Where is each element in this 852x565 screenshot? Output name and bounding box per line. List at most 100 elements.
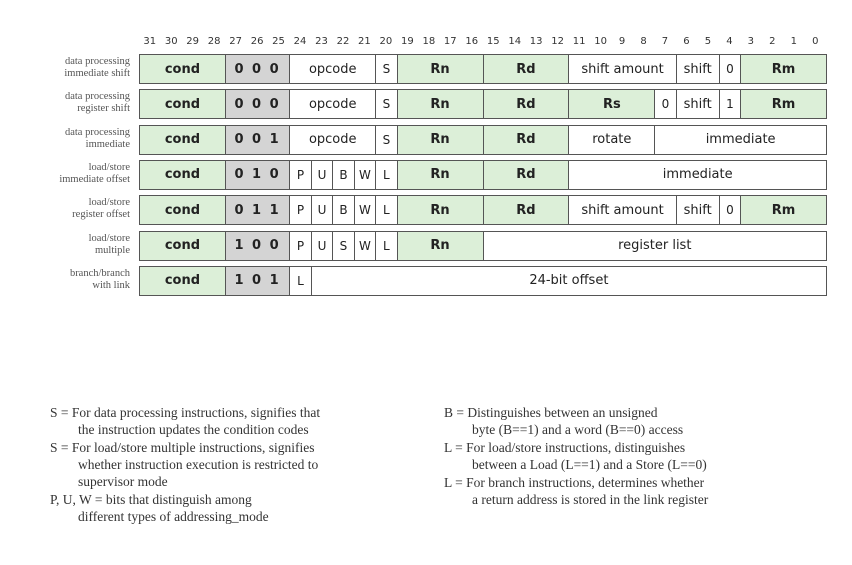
field-text: L [383,203,390,218]
field-text: W [358,238,371,253]
field-register-list: register list [482,230,827,261]
field-text: Rn [430,167,450,183]
field-text: cond [164,132,201,148]
field-text: opcode [308,96,357,112]
field-b: B [332,195,355,226]
bit-number: 22 [336,36,350,47]
legend-text: different types of addressing_mode [78,509,269,524]
field-0: 0 [718,54,742,84]
field-rn: Rn [396,195,484,226]
field-opcode: opcode [289,89,377,120]
field-text: 0 0 0 [234,96,281,112]
row-label-line: multiple [95,244,130,256]
field-text: Rm [771,61,796,77]
field-1: 1 [718,89,742,120]
legend-first-line: L = For branch instructions, determines … [444,474,844,491]
field-text: 0 0 1 [234,132,281,148]
bit-number: 26 [250,36,264,47]
field-text: cond [164,167,201,183]
row-label-line: immediate [85,138,130,150]
legend-text: byte (B==1) and a word (B==0) access [472,422,684,437]
field-text: immediate [662,167,733,183]
row-label-line: register shift [77,103,130,115]
field-p: P [289,230,312,261]
bit-number: 25 [272,36,285,47]
field-rm: Rm [740,89,827,120]
field-rs: Rs [568,89,656,120]
field-cond: cond [139,54,226,84]
legend-key: B = [444,405,464,420]
row-label-line: load/store [88,161,130,173]
field-text: P [296,238,305,253]
bit-number: 15 [486,36,500,47]
bit-number: 31 [143,36,157,47]
row-label-line: data processing [64,91,130,103]
legend-first-line: L = For load/store instructions, disting… [444,439,844,456]
legend-item: S = For data processing instructions, si… [50,404,440,438]
field-text: cond [164,96,201,112]
field-shift: shift [675,195,720,226]
field-text: 1 0 0 [234,238,281,253]
bit-number: 7 [661,36,669,47]
field-rn: Rn [396,159,484,190]
field-text: 24-bit offset [529,273,609,289]
field-text: 1 [726,97,734,112]
bit-number: 21 [358,36,371,47]
bit-number: 10 [594,36,607,47]
field-text: 0 [726,203,734,218]
field-text: L [383,238,390,253]
field-text: Rd [516,132,536,148]
field-cond: cond [139,124,226,155]
field-text: Rd [516,96,536,112]
field-s: S [375,124,398,155]
field-u: U [310,195,334,226]
field-0: 0 [718,195,742,226]
bit-number: 3 [747,36,755,47]
field-24-bit-offset: 24-bit offset [310,265,827,296]
field-w: W [353,230,377,261]
legend-text: For data processing instructions, signif… [71,405,321,420]
field-text: register list [618,238,692,253]
legend-first-line: B = Distinguishes between an unsigned [444,404,844,421]
field-rn: Rn [396,89,484,120]
field-1-0-0: 1 0 0 [224,230,291,261]
bit-number: 14 [508,36,522,47]
field-text: B [339,203,348,218]
legend-text: a return address is stored in the link r… [472,492,709,507]
field-text: W [358,203,371,218]
field-text: Rm [771,202,796,218]
legend-first-line: S = For data processing instructions, si… [50,404,440,421]
field-rn: Rn [396,124,484,155]
field-l: L [375,230,398,261]
field-text: rotate [592,132,632,148]
field-text: U [317,238,327,253]
field-text: Rn [430,132,450,148]
field-text: L [383,167,390,182]
field-text: cond [164,273,201,289]
legend-key: S = [50,405,69,420]
bit-number: 12 [551,36,565,47]
field-text: 0 1 0 [234,167,281,183]
row-label-line: load/store [88,232,130,244]
field-cond: cond [139,195,226,226]
field-rm: Rm [740,195,827,226]
legend-text: Distinguishes between an unsigned [467,405,658,420]
legend-key: P, U, W = [50,492,103,507]
field-cond: cond [139,159,226,190]
field-rd: Rd [482,54,570,84]
field-0-0-1: 0 0 1 [224,124,291,155]
field-cond: cond [139,230,226,261]
field-0-0-0: 0 0 0 [224,89,291,120]
bit-number: 16 [465,36,479,47]
field-0: 0 [654,89,677,120]
bit-number: 2 [769,36,776,47]
legend-item: L = For load/store instructions, disting… [444,439,844,473]
legend-item: L = For branch instructions, determines … [444,474,844,508]
bit-number: 27 [229,36,242,47]
field-text: P [296,167,305,182]
bit-number: 11 [572,36,586,47]
